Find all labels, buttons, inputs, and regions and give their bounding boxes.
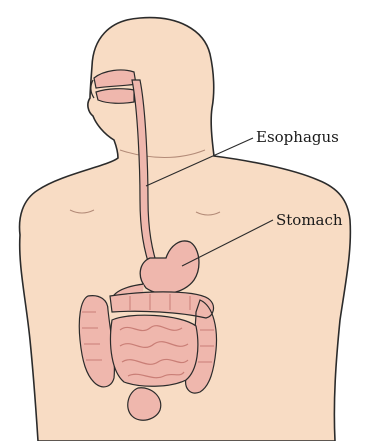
esophagus-label: Esophagus — [256, 130, 339, 145]
stomach-label: Stomach — [276, 213, 343, 228]
oral-cavity — [96, 89, 134, 104]
